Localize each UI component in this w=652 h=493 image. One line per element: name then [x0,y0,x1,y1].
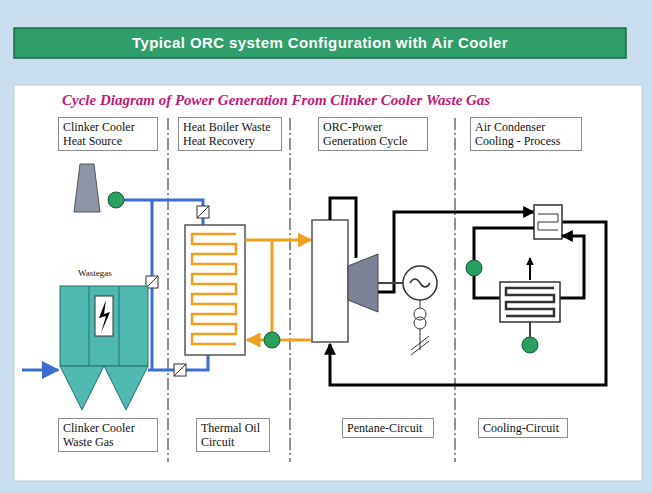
coil [192,234,236,344]
section-label: Pentane-Circuit [347,421,429,435]
waste-heat-boiler [185,225,245,355]
section-label-box: Clinker Cooler Heat Source [58,117,158,151]
air-cooler [500,282,560,322]
fan-symbol [108,192,124,208]
section-label-box: Thermal Oil Circuit [196,418,270,452]
section-label: Thermal Oil Circuit [201,421,265,449]
stack [74,164,100,212]
cooling-pump [466,260,482,276]
section-label-box: Pentane-Circuit [342,418,434,438]
stream-label: Wastegas [78,268,112,278]
section-label-box: ORC-Power Generation Cycle [318,117,428,151]
diagram-heading: Cycle Diagram of Power Generation From C… [62,92,490,109]
evaporator [312,220,348,342]
section-label: Clinker Cooler Waste Gas [63,421,153,449]
section-separators [168,118,455,462]
waste-gas-pipe [22,200,208,370]
cooling-pipe [474,228,584,337]
title-band [14,28,626,58]
condenser [534,205,562,239]
coil [506,288,554,316]
section-label: Cooling-Circuit [483,421,563,435]
section-label-box: Clinker Cooler Waste Gas [58,418,158,452]
cooler-coil [506,288,554,316]
thermal-oil-pipe [245,240,311,340]
generator [378,266,437,355]
section-label: Heat Boiler Waste Heat Recovery [183,120,277,148]
panel [14,85,642,481]
section-label: Air Condenser Cooling - Process [475,120,577,148]
section-label-box: Air Condenser Cooling - Process [470,117,582,151]
electrostatic-precipitator [60,286,148,410]
section-label-box: Heat Boiler Waste Heat Recovery [178,117,282,151]
turbine [348,254,378,312]
title: Typical ORC system Configuration with Ai… [14,28,626,58]
pentane-pipe [330,198,606,385]
cooler-fan [522,337,538,353]
oil-pump [264,332,280,348]
section-label-box: Cooling-Circuit [478,418,568,438]
section-label: ORC-Power Generation Cycle [323,120,423,148]
section-label: Clinker Cooler Heat Source [63,120,153,148]
